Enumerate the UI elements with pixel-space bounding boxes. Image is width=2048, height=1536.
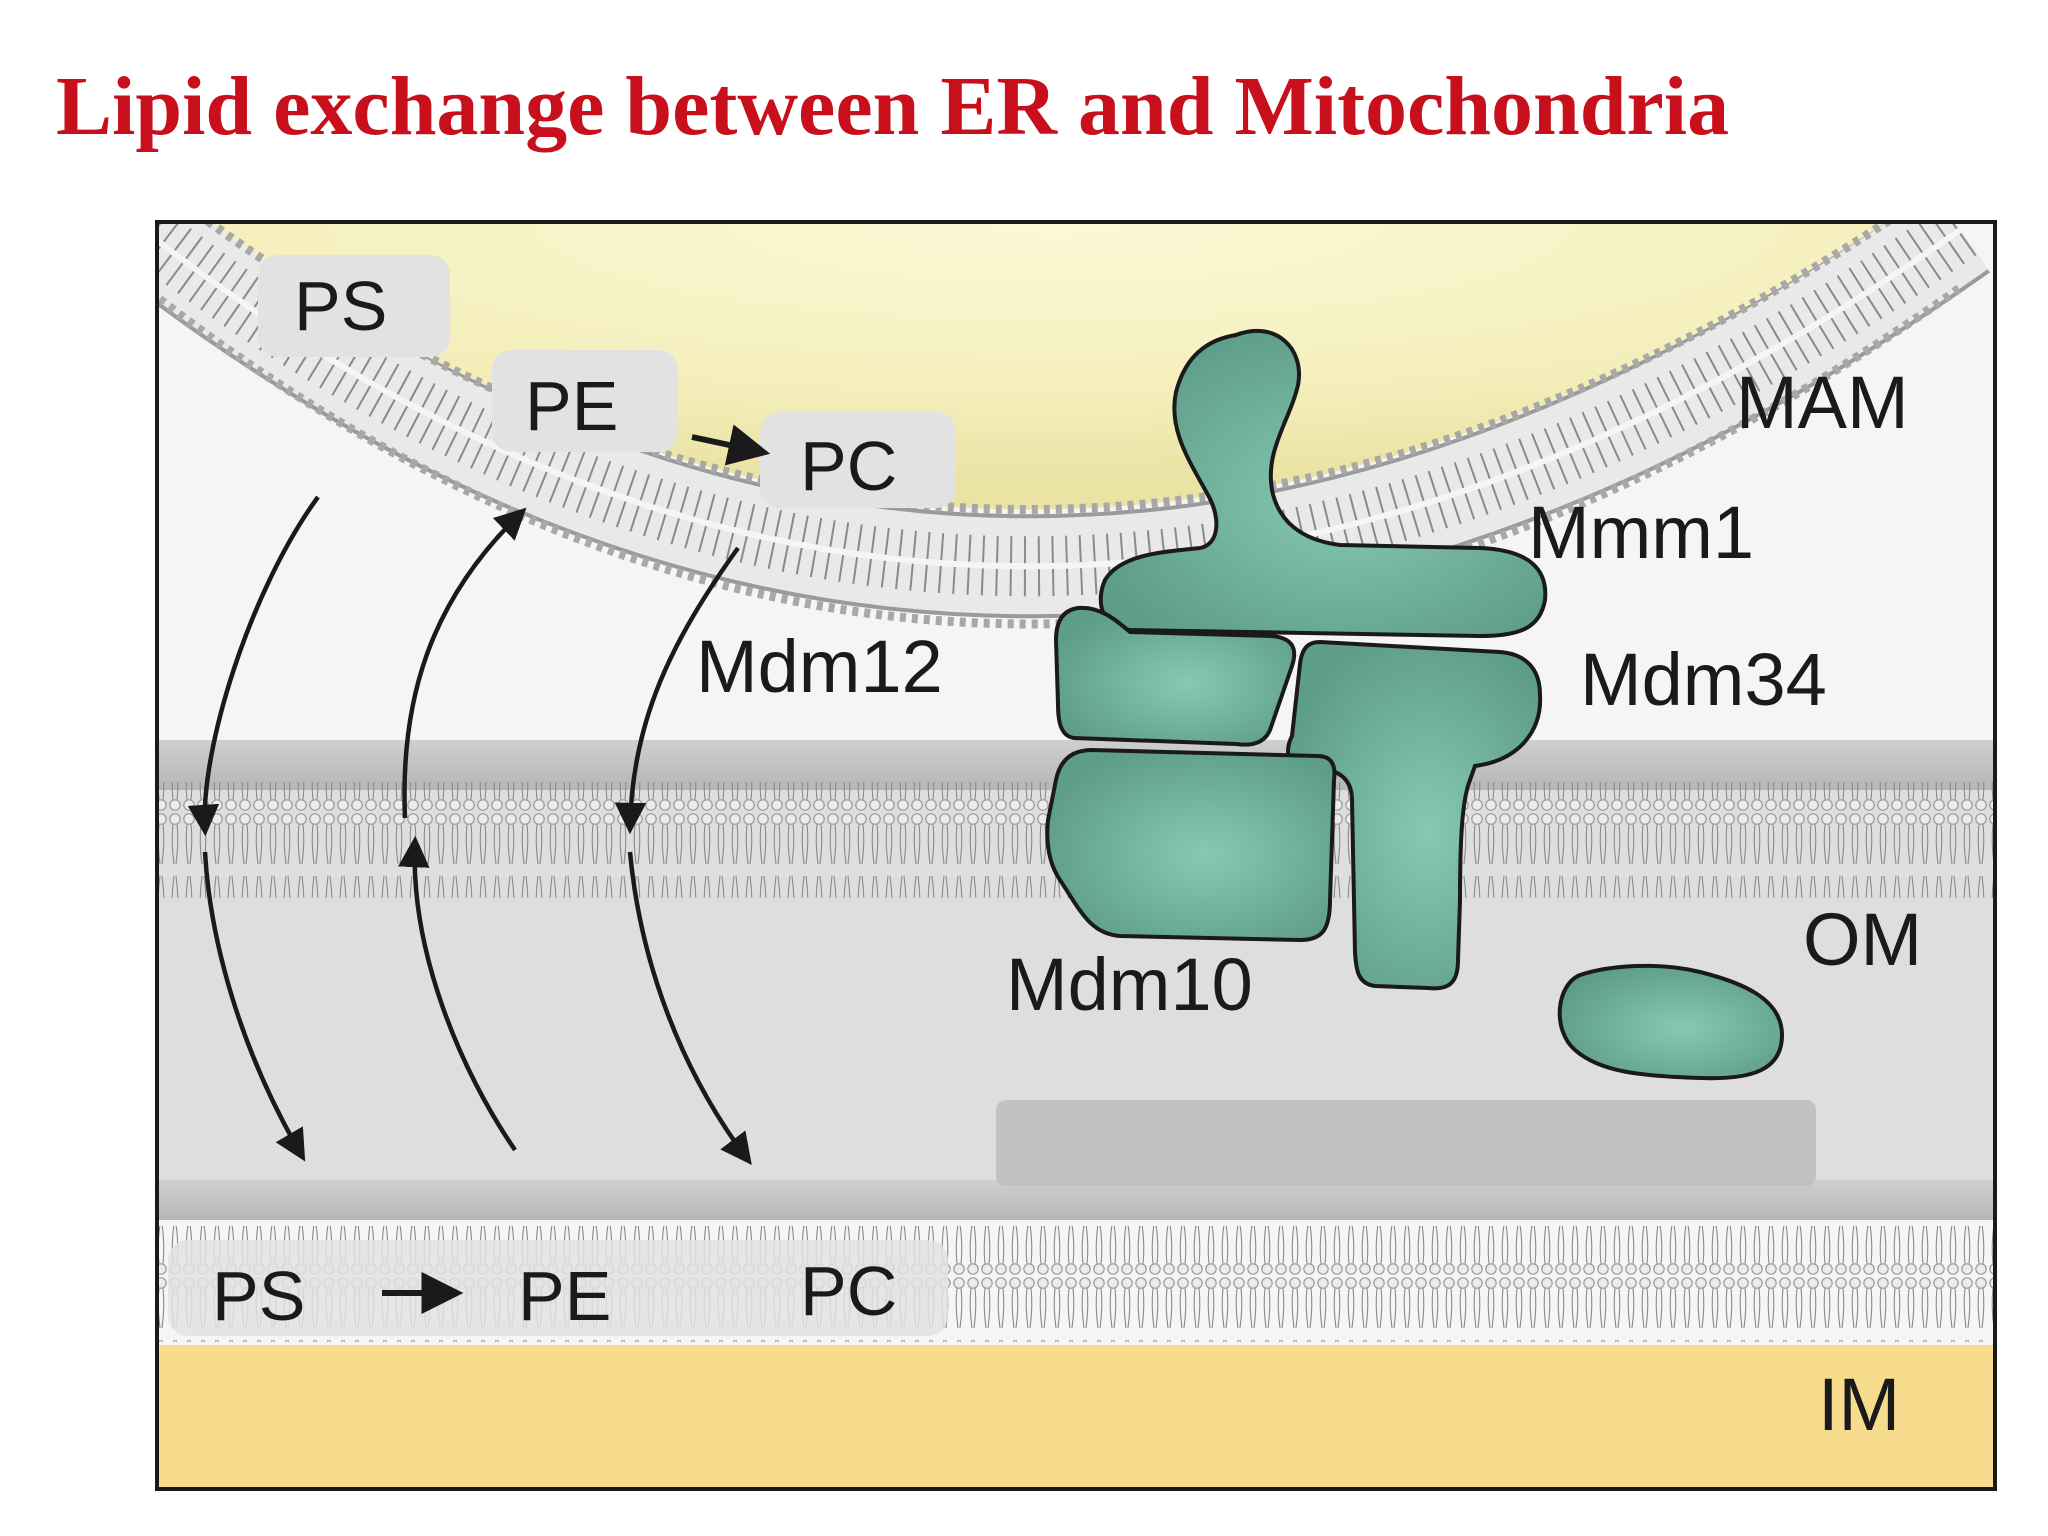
page-title: Lipid exchange between ER and Mitochondr…: [56, 60, 1730, 153]
im-label: IM: [1818, 1363, 1900, 1446]
mmm1-label: Mmm1: [1528, 491, 1754, 574]
ps-label-bg: [258, 255, 450, 357]
pc-label-bg: [760, 412, 956, 508]
mdm10-label: Mdm10: [1006, 943, 1253, 1026]
arrow-pe-to-pc: [691, 424, 771, 466]
mam-label: MAM: [1736, 361, 1909, 444]
protein-mmm1: [1098, 328, 1548, 639]
mdm34-label: Mdm34: [1580, 638, 1827, 721]
inner-membrane-region: [157, 1345, 1995, 1489]
im-ps-label: PS: [212, 1257, 305, 1335]
diagram-frame: [155, 220, 1997, 1491]
om-label: OM: [1803, 898, 1922, 981]
arrow-ps-down: [187, 495, 320, 837]
arrow-pe-up: [402, 507, 527, 819]
pe-label-bg: [492, 350, 678, 452]
er-lumen: [157, 222, 1960, 510]
protein-om-oval: [1557, 963, 1785, 1081]
er-pe-label: PE: [525, 367, 618, 445]
protein-mdm12: [1053, 605, 1297, 747]
mdm12-label: Mdm12: [696, 625, 943, 708]
im-pe-label: PE: [518, 1257, 611, 1335]
er-pc-label: PC: [800, 427, 897, 505]
er-ps-label: PS: [294, 267, 387, 345]
arrow-pc-down-lower: [627, 851, 752, 1166]
arrow-pe-up-lower: [398, 835, 517, 1152]
blurred-region: [996, 1100, 1816, 1186]
arrow-pc-down: [614, 546, 740, 835]
im-pc-label: PC: [800, 1252, 897, 1330]
arrow-ps-down-lower: [202, 851, 306, 1162]
protein-mdm10: [1045, 747, 1337, 943]
